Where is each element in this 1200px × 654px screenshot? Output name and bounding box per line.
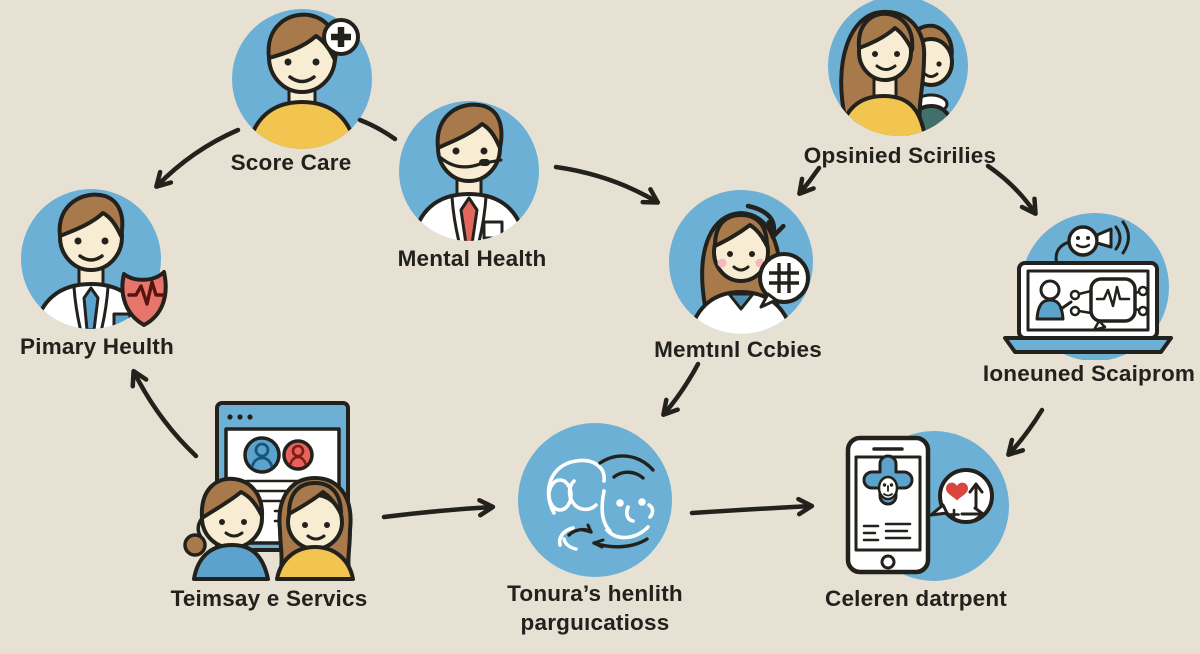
arrow-memtinl-to-tonuras xyxy=(661,361,701,417)
mental-health-label: Mental Health xyxy=(397,246,547,271)
tonuras-henlith-label-line2: parguıcatioss xyxy=(520,610,670,635)
parent-and-child-icon xyxy=(828,0,968,136)
node-pimary-heulth xyxy=(16,186,186,336)
arrow-tonuras-to-celeren xyxy=(689,496,815,517)
female-doctor-bubble-icon xyxy=(669,190,813,334)
arrow-scorecare-to-pimaryheulth xyxy=(154,127,241,189)
heartbeat-shield-icon xyxy=(120,270,168,327)
mental-health-icon xyxy=(399,101,539,241)
doctor-shield-icon xyxy=(21,189,168,329)
tonuras-henlith-label: Tonura’s henlith parguıcatioss xyxy=(507,579,683,637)
ioneuned-scaiprom-label: Ioneuned Scaiprom xyxy=(982,361,1196,386)
score-care-label: Score Care xyxy=(230,150,352,175)
browser-children-icon xyxy=(183,401,355,581)
node-score-care xyxy=(229,6,375,152)
node-celeren-datrpent xyxy=(836,426,1016,584)
health-app-phone-icon xyxy=(845,431,1009,581)
node-opsinied-scirilies xyxy=(824,0,972,140)
celeren-datrpent-label: Celeren datrpent xyxy=(825,586,1007,611)
node-memtinl-ccbies xyxy=(665,188,825,338)
teimsay-e-servics-label: Teimsay e Servics xyxy=(170,586,368,611)
opsinied-scirilies-label: Opsinied Scirilies xyxy=(803,143,997,168)
memtinl-ccbies-label: Memtınl Ccbies xyxy=(654,337,822,362)
mind-listening-cycle-icon xyxy=(518,423,672,577)
node-mental-health xyxy=(396,98,542,244)
pimary-heulth-label: Pimary Heulth xyxy=(20,334,174,359)
arrow-teimsay-to-tonuras xyxy=(381,497,496,520)
arrow-mentalhealth-to-memtinl xyxy=(553,164,661,205)
node-ioneuned-scaiprom xyxy=(995,205,1185,360)
score-care-icon xyxy=(232,9,372,149)
telehealth-laptop-icon xyxy=(1003,213,1173,360)
tonuras-henlith-label-line1: Tonura’s henlith xyxy=(507,581,683,606)
node-tonuras-henlith xyxy=(516,421,674,579)
node-teimsay-e-servics xyxy=(168,398,373,582)
